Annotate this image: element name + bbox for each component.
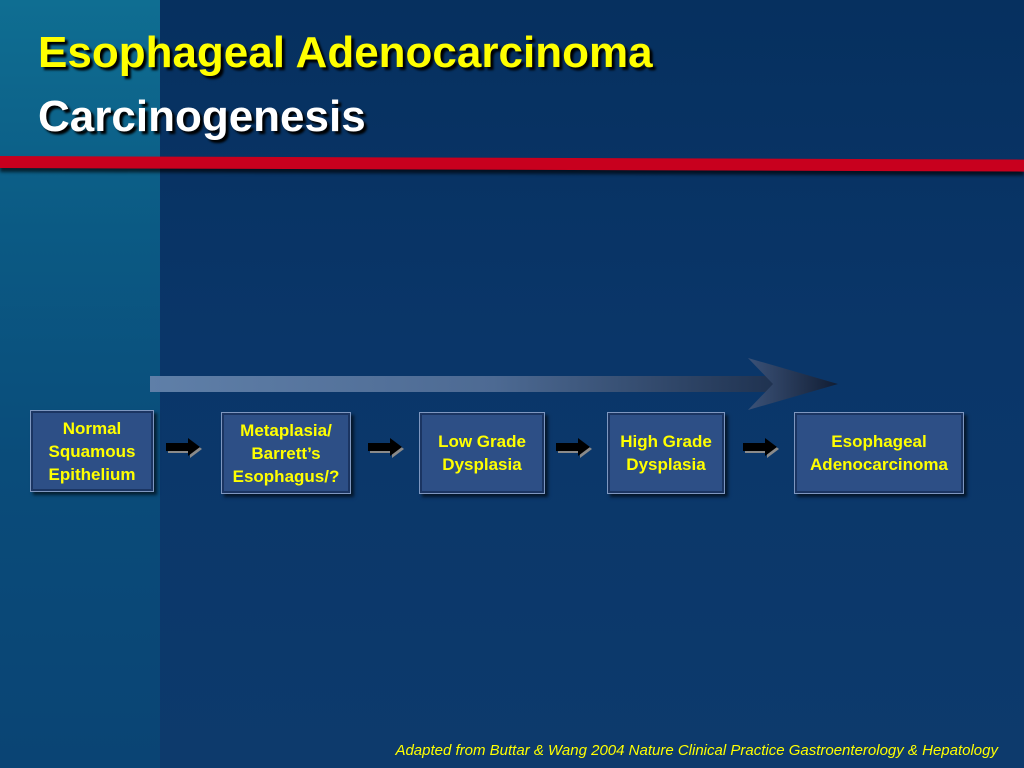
slide-subtitle: Carcinogenesis xyxy=(38,92,366,141)
stage-label-line: Squamous xyxy=(48,441,136,461)
stage-label-line: Dysplasia xyxy=(626,455,706,474)
left-accent-band xyxy=(0,0,160,768)
stage-label-line: Esophageal xyxy=(831,432,927,451)
stage-label-line: Barrett’s xyxy=(251,443,321,463)
stage-label-line: Epithelium xyxy=(48,464,136,484)
progression-arrow-icon xyxy=(150,358,838,410)
step-arrow-icon xyxy=(743,438,779,458)
step-arrow-icon xyxy=(556,438,592,458)
slide-title: Esophageal Adenocarcinoma xyxy=(38,28,653,77)
step-arrow-icon xyxy=(368,438,404,458)
stage-label-line: Metaplasia/ xyxy=(240,420,332,440)
stage-label-line: Dysplasia xyxy=(442,455,522,474)
stage-label-line: Low Grade xyxy=(438,432,526,451)
step-arrow-icon xyxy=(166,438,202,458)
stage-label-line: Esophagus/? xyxy=(232,466,340,486)
stage-label-line: Normal xyxy=(62,418,122,438)
citation-footer: Adapted from Buttar & Wang 2004 Nature C… xyxy=(395,742,998,759)
stage-label-line: High Grade xyxy=(620,432,712,451)
stage-label-line: Adenocarcinoma xyxy=(810,455,948,474)
